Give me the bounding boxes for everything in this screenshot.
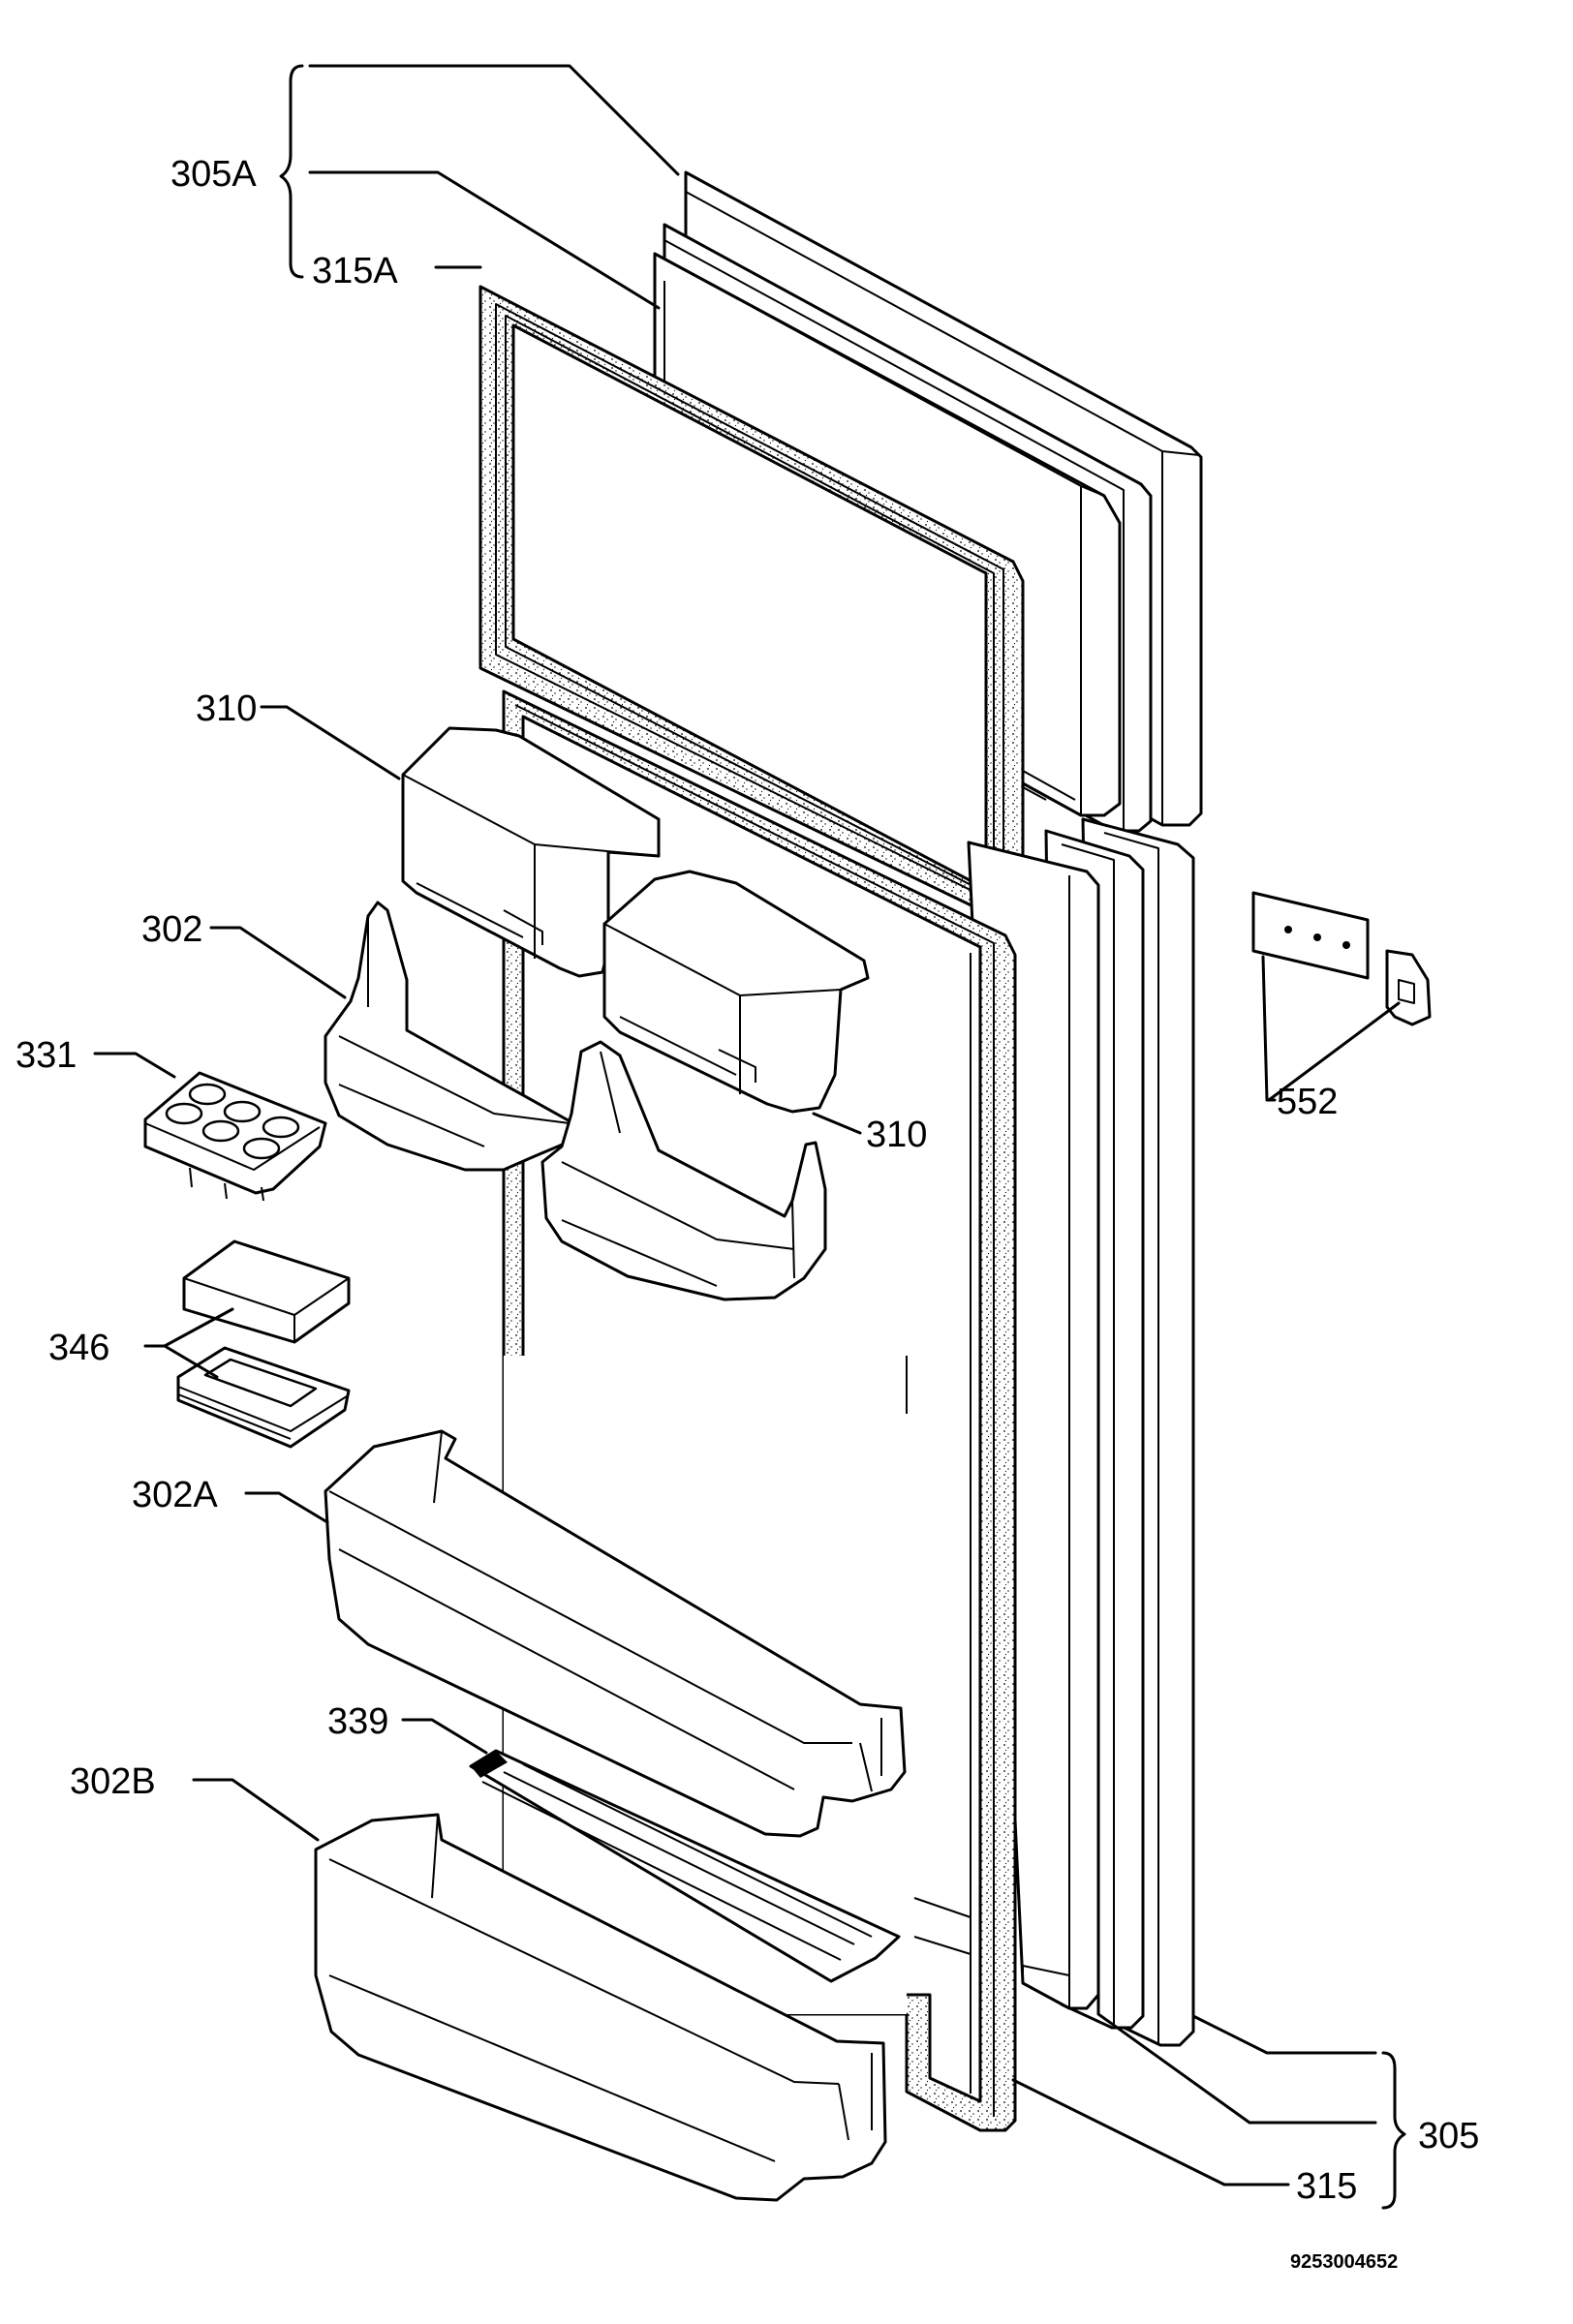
butter-compartment-310-left bbox=[401, 726, 661, 978]
drawing-code: 9253004652 bbox=[1290, 2251, 1398, 2273]
label-302: 302 bbox=[141, 909, 202, 950]
door-balcony-302b bbox=[314, 1813, 887, 2202]
label-339: 339 bbox=[327, 1701, 388, 1742]
door-balcony-302-right bbox=[540, 1040, 827, 1301]
label-302a: 302A bbox=[132, 1475, 218, 1515]
label-552: 552 bbox=[1277, 1082, 1338, 1122]
bottle-retainer-339 bbox=[469, 1749, 901, 1983]
fridge-door-305 bbox=[967, 817, 1195, 2047]
label-310-right: 310 bbox=[866, 1115, 927, 1155]
label-310-top: 310 bbox=[196, 688, 257, 729]
hinge-552 bbox=[1251, 891, 1432, 1026]
label-346: 346 bbox=[48, 1328, 109, 1368]
butter-compartment-310-right bbox=[602, 870, 870, 1114]
leader-lines bbox=[93, 64, 1406, 2210]
label-305a: 305A bbox=[170, 154, 257, 195]
label-315: 315 bbox=[1296, 2166, 1357, 2207]
part-labels: 305A 315A 310 302 331 310 552 346 302A 3… bbox=[15, 154, 1479, 2273]
cheese-box-346 bbox=[176, 1239, 351, 1449]
label-315a: 315A bbox=[312, 251, 398, 291]
label-302b: 302B bbox=[70, 1761, 156, 1802]
egg-tray-331 bbox=[143, 1071, 327, 1202]
label-331: 331 bbox=[15, 1035, 77, 1076]
label-305: 305 bbox=[1418, 2116, 1479, 2156]
door-balcony-302a bbox=[324, 1429, 907, 1838]
